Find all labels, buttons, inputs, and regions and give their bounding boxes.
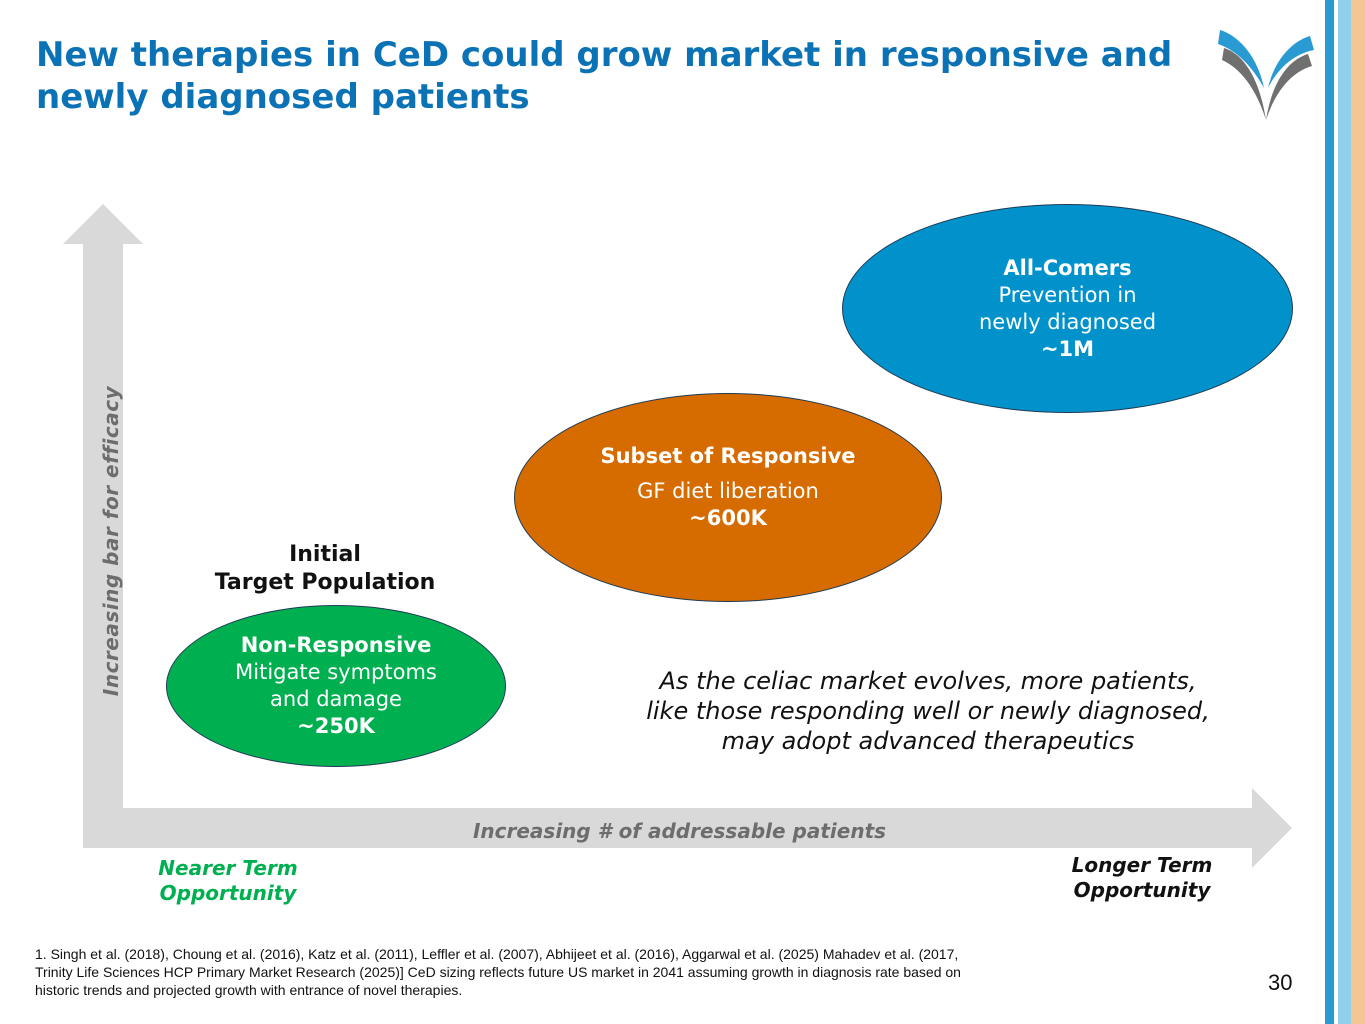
footnote: 1. Singh et al. (2018), Choung et al. (2… bbox=[35, 945, 1235, 999]
segment-non-responsive: Non-Responsive Mitigate symptoms and dam… bbox=[166, 605, 506, 767]
initial-target-label: Initial Target Population bbox=[205, 541, 445, 597]
segment-desc-line-1: Prevention in bbox=[998, 283, 1137, 307]
stripe-blue bbox=[1325, 0, 1334, 1024]
longer-term-label: Longer Term Opportunity bbox=[1042, 853, 1242, 903]
callout-line-3: may adopt advanced therapeutics bbox=[721, 727, 1135, 755]
side-stripes bbox=[1325, 0, 1365, 1024]
segment-subset-responsive: Subset of Responsive GF diet liberation … bbox=[514, 393, 942, 602]
callout-line-1: As the celiac market evolves, more patie… bbox=[659, 667, 1197, 695]
y-axis-label: Increasing bar for efficacy bbox=[99, 385, 123, 697]
stripe-peach bbox=[1351, 0, 1365, 1024]
longer-term-line-2: Opportunity bbox=[1073, 878, 1211, 902]
slide-title: New therapies in CeD could grow market i… bbox=[36, 34, 1196, 118]
x-axis-label: Increasing # of addressable patients bbox=[0, 819, 1365, 843]
segment-desc-line-2: newly diagnosed bbox=[978, 310, 1157, 334]
initial-target-line-2: Target Population bbox=[214, 570, 436, 595]
market-evolution-callout: As the celiac market evolves, more patie… bbox=[618, 666, 1238, 756]
stripe-light-blue bbox=[1338, 0, 1351, 1024]
segment-desc-line-1: Mitigate symptoms bbox=[235, 660, 437, 684]
page-number: 30 bbox=[1268, 970, 1293, 995]
segment-title: Non-Responsive bbox=[240, 633, 432, 657]
segment-all-comers: All-Comers Prevention in newly diagnosed… bbox=[842, 204, 1293, 413]
stripe-white bbox=[1334, 0, 1338, 1024]
footnote-line-1: 1. Singh et al. (2018), Choung et al. (2… bbox=[35, 946, 959, 962]
slide-title-line-1: New therapies in CeD could grow market i… bbox=[36, 35, 1173, 75]
y-axis-arrow bbox=[63, 204, 143, 808]
longer-term-line-1: Longer Term bbox=[1071, 853, 1213, 877]
segment-title: Subset of Responsive bbox=[600, 444, 856, 468]
callout-line-2: like those responding well or newly diag… bbox=[646, 697, 1210, 725]
nearer-term-line-1: Nearer Term bbox=[158, 856, 298, 880]
segment-desc-line-2: and damage bbox=[270, 687, 402, 711]
segment-title: All-Comers bbox=[1003, 256, 1132, 280]
initial-target-line-1: Initial bbox=[289, 542, 361, 567]
footnote-line-2: Trinity Life Sciences HCP Primary Market… bbox=[35, 964, 961, 980]
segment-size: ~250K bbox=[297, 714, 375, 738]
company-logo-icon bbox=[1218, 30, 1314, 120]
x-axis-arrow bbox=[83, 788, 1292, 868]
nearer-term-line-2: Opportunity bbox=[159, 881, 297, 905]
segment-size: ~600K bbox=[689, 506, 767, 530]
footnote-line-3: historic trends and projected growth wit… bbox=[35, 982, 463, 998]
segment-size: ~1M bbox=[1040, 337, 1095, 361]
segment-desc-line-1: GF diet liberation bbox=[637, 479, 819, 503]
x-axis-label-text: Increasing # of addressable patients bbox=[472, 819, 887, 843]
slide-title-line-2: newly diagnosed patients bbox=[36, 77, 530, 117]
nearer-term-label: Nearer Term Opportunity bbox=[128, 856, 328, 906]
